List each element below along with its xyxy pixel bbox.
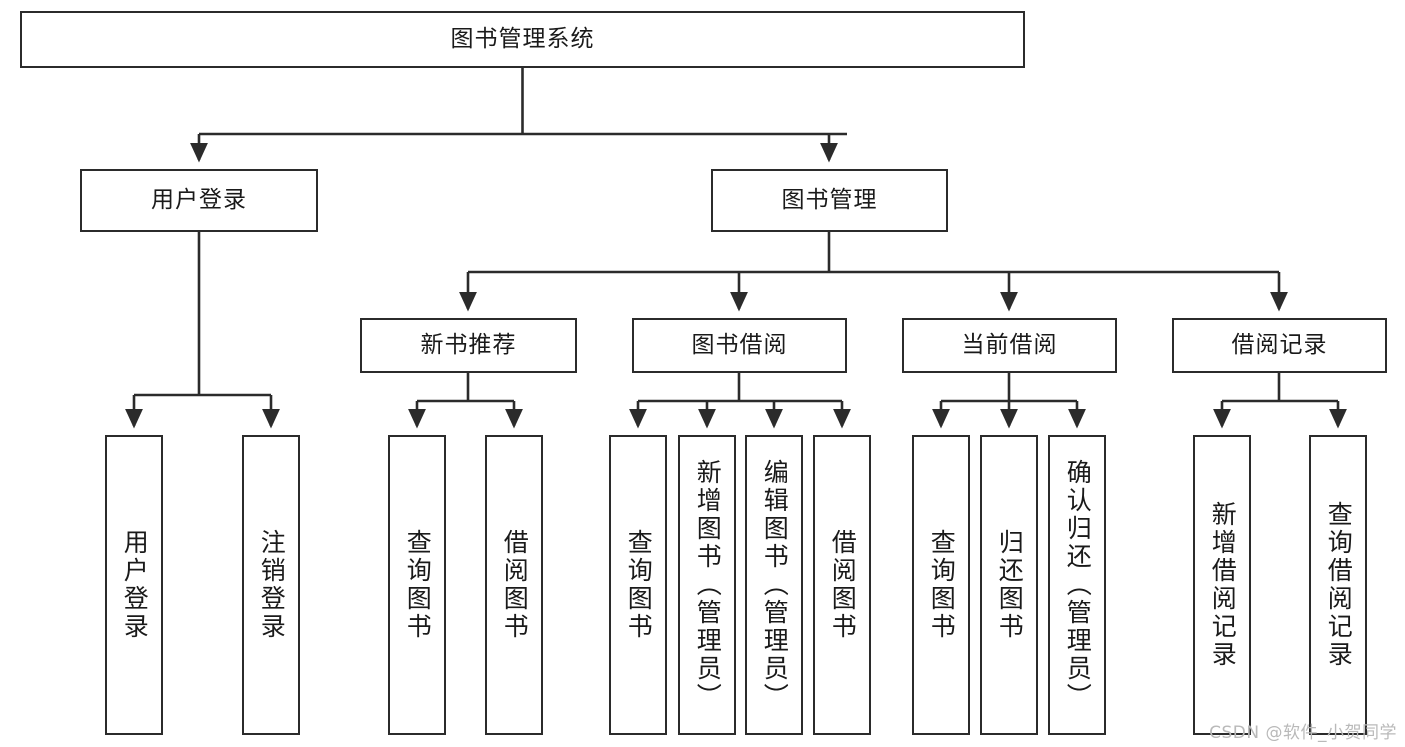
- node-leaf-user-logout-label: 注销登录: [257, 529, 287, 641]
- node-leaf-query-book-2-label: 查询图书: [624, 529, 654, 641]
- node-leaf-borrow-book-1-label: 借阅图书: [500, 529, 530, 641]
- node-user-login[interactable]: 用户登录: [80, 169, 318, 232]
- node-leaf-return-book-label: 归还图书: [995, 529, 1025, 641]
- node-leaf-borrow-book-2-label: 借阅图书: [828, 529, 858, 641]
- node-leaf-user-logout[interactable]: 注销登录: [242, 435, 300, 735]
- node-root-label: 图书管理系统: [450, 25, 595, 52]
- node-leaf-query-book-3[interactable]: 查询图书: [912, 435, 970, 735]
- node-leaf-query-book-3-label: 查询图书: [927, 529, 957, 641]
- node-leaf-borrow-book-1[interactable]: 借阅图书: [485, 435, 543, 735]
- node-leaf-confirm-return-label: 确认归还（管理员）: [1063, 459, 1093, 711]
- node-leaf-edit-book[interactable]: 编辑图书（管理员）: [745, 435, 803, 735]
- node-leaf-add-record[interactable]: 新增借阅记录: [1193, 435, 1251, 735]
- node-user-login-label: 用户登录: [151, 186, 247, 213]
- node-current-borrow-label: 当前借阅: [961, 331, 1058, 358]
- node-leaf-query-book-1[interactable]: 查询图书: [388, 435, 446, 735]
- node-borrow-record-label: 借阅记录: [1231, 331, 1328, 358]
- watermark-text: CSDN @软件_小贺同学: [1209, 723, 1397, 743]
- node-leaf-user-login[interactable]: 用户登录: [105, 435, 163, 735]
- node-leaf-query-record-label: 查询借阅记录: [1324, 501, 1354, 669]
- node-current-borrow[interactable]: 当前借阅: [902, 318, 1117, 373]
- node-new-book-rec[interactable]: 新书推荐: [360, 318, 577, 373]
- node-book-borrow-label: 图书借阅: [691, 331, 788, 358]
- node-leaf-query-book-1-label: 查询图书: [403, 529, 433, 641]
- node-book-borrow[interactable]: 图书借阅: [632, 318, 847, 373]
- node-leaf-add-record-label: 新增借阅记录: [1208, 501, 1238, 669]
- node-book-manage[interactable]: 图书管理: [711, 169, 948, 232]
- node-new-book-rec-label: 新书推荐: [420, 331, 517, 358]
- node-leaf-add-book[interactable]: 新增图书（管理员）: [678, 435, 736, 735]
- node-leaf-confirm-return[interactable]: 确认归还（管理员）: [1048, 435, 1106, 735]
- node-leaf-edit-book-label: 编辑图书（管理员）: [760, 459, 790, 711]
- node-leaf-query-book-2[interactable]: 查询图书: [609, 435, 667, 735]
- node-leaf-return-book[interactable]: 归还图书: [980, 435, 1038, 735]
- node-leaf-add-book-label: 新增图书（管理员）: [693, 459, 723, 711]
- node-root[interactable]: 图书管理系统: [20, 11, 1025, 68]
- node-leaf-query-record[interactable]: 查询借阅记录: [1309, 435, 1367, 735]
- node-borrow-record[interactable]: 借阅记录: [1172, 318, 1387, 373]
- node-leaf-borrow-book-2[interactable]: 借阅图书: [813, 435, 871, 735]
- node-book-manage-label: 图书管理: [781, 186, 878, 213]
- node-leaf-user-login-label: 用户登录: [120, 529, 150, 641]
